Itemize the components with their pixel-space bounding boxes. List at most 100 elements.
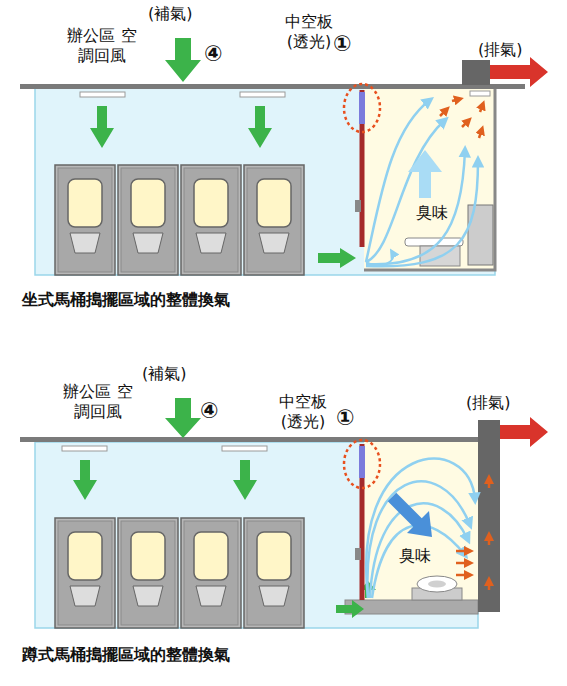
exhaust-duct <box>478 417 548 612</box>
supply-arrows-part <box>336 600 364 618</box>
exhaust-flow-arrows-part <box>462 120 469 127</box>
exhaust-duct-part <box>490 57 548 87</box>
ceiling-part <box>80 92 125 97</box>
callout-number: ④ <box>204 40 223 68</box>
odour-label: 臭味 <box>397 546 433 566</box>
exhaust-label: (排氣) <box>478 40 522 60</box>
supply-arrows-part <box>90 106 114 148</box>
room-ground-part <box>35 88 495 275</box>
supply-arrows-part <box>165 38 201 82</box>
ceiling-part <box>20 84 525 89</box>
airflow-curves <box>366 100 478 266</box>
panel-label: 中空板 (透光) <box>268 392 338 432</box>
ceiling-part <box>20 437 480 442</box>
airflow-curves-part <box>366 120 445 262</box>
airflow-curves-part <box>366 150 465 264</box>
urinal-stalls-part <box>55 518 115 628</box>
rising-odour-arrow <box>408 150 442 198</box>
rising-odour-arrow-part <box>419 170 431 198</box>
airflow-curves-part <box>372 525 465 598</box>
return-air-label: 辦公區 空調回風 <box>62 382 134 422</box>
supply-arrows-part <box>233 460 257 500</box>
partition-part <box>359 446 365 478</box>
descending-odour-arrow-part <box>392 497 419 524</box>
exhaust-duct-part <box>500 417 548 447</box>
partition <box>344 440 380 600</box>
exhaust-flow-arrows-part <box>488 580 491 590</box>
room-ground <box>35 442 478 628</box>
airflow-curves-part <box>366 459 475 598</box>
supply-air-label: (補氣) <box>148 4 192 24</box>
exhaust-flow-arrows-part <box>452 99 460 101</box>
callout-number: ① <box>333 30 352 58</box>
exhaust-flow-arrows-part <box>479 129 482 138</box>
figure-caption: 蹲式馬桶搗擺區域的整體換氣 <box>22 645 230 665</box>
urinal-stalls-part <box>244 518 304 628</box>
airflow-curves-part <box>367 481 470 598</box>
figure-caption: 坐式馬桶搗擺區域的整體換氣 <box>22 290 230 310</box>
western-toilet-part <box>405 238 463 246</box>
partition-part <box>355 200 361 212</box>
squat-toilet <box>412 576 462 600</box>
urinal-stalls <box>55 165 304 275</box>
airflow-curves-part <box>366 100 430 262</box>
supply-air-label: (補氣) <box>142 364 186 384</box>
airflow-curves <box>366 459 475 598</box>
return-air-label: 辦公區 空調回風 <box>66 26 138 66</box>
partition-part <box>360 444 365 600</box>
airflow-curves-part <box>366 160 478 266</box>
exhaust-flow-arrows-part <box>440 109 447 116</box>
descending-odour-arrow <box>392 497 432 537</box>
room-ground-part <box>364 88 495 270</box>
urinal-stalls-part <box>118 518 178 628</box>
exhaust-flow-arrows <box>456 478 489 590</box>
partition-part <box>360 90 365 247</box>
exhaust-flow-arrows-part <box>488 535 491 545</box>
exhaust-duct-part <box>478 420 500 612</box>
exhaust-label: (排氣) <box>466 393 510 413</box>
ceiling-part <box>470 91 490 96</box>
room-ground-part <box>345 600 478 614</box>
supply-arrows-part <box>248 106 272 148</box>
exhaust-flow-arrows-part <box>480 104 483 112</box>
ceiling-part <box>240 92 285 97</box>
supply-arrows <box>73 398 376 618</box>
partition-part <box>359 92 365 124</box>
descending-odour-arrow-part <box>407 511 432 537</box>
supply-arrows-part <box>318 248 356 268</box>
exhaust-flow-arrows-part <box>456 562 470 565</box>
odour-label: 臭味 <box>414 203 450 223</box>
exhaust-duct-part <box>462 60 490 85</box>
airflow-curves-part <box>366 252 393 265</box>
urinal-stalls-part <box>181 165 241 275</box>
urinal-stalls-part <box>118 165 178 275</box>
exhaust-flow-arrows <box>440 99 483 138</box>
squat-toilet-part <box>428 581 446 588</box>
callout-number: ④ <box>200 397 219 425</box>
partition-part <box>344 84 380 132</box>
urinal-stalls-part <box>181 518 241 628</box>
rising-odour-arrow-part <box>408 150 442 172</box>
urinal-stalls-part <box>55 165 115 275</box>
exhaust-flow-arrows-part <box>456 574 470 577</box>
partition-part <box>344 440 380 488</box>
ceiling <box>20 84 525 97</box>
ceiling-part <box>62 446 107 451</box>
supply-arrows-part <box>165 398 201 438</box>
exhaust-duct <box>462 57 548 87</box>
ceiling-part <box>222 446 267 451</box>
room-ground-part <box>364 88 495 270</box>
ceiling <box>20 437 480 451</box>
room-ground <box>35 88 495 275</box>
supply-arrows-part <box>73 460 97 500</box>
exhaust-flow-arrows-part <box>488 478 491 488</box>
room-ground-part <box>35 442 478 628</box>
exhaust-flow-arrows-part <box>456 550 470 553</box>
urinal-stalls <box>55 518 304 628</box>
partition-part <box>355 548 361 560</box>
callout-number: ① <box>336 404 355 432</box>
urinal-stalls-part <box>244 165 304 275</box>
squat-toilet-part <box>417 576 457 592</box>
